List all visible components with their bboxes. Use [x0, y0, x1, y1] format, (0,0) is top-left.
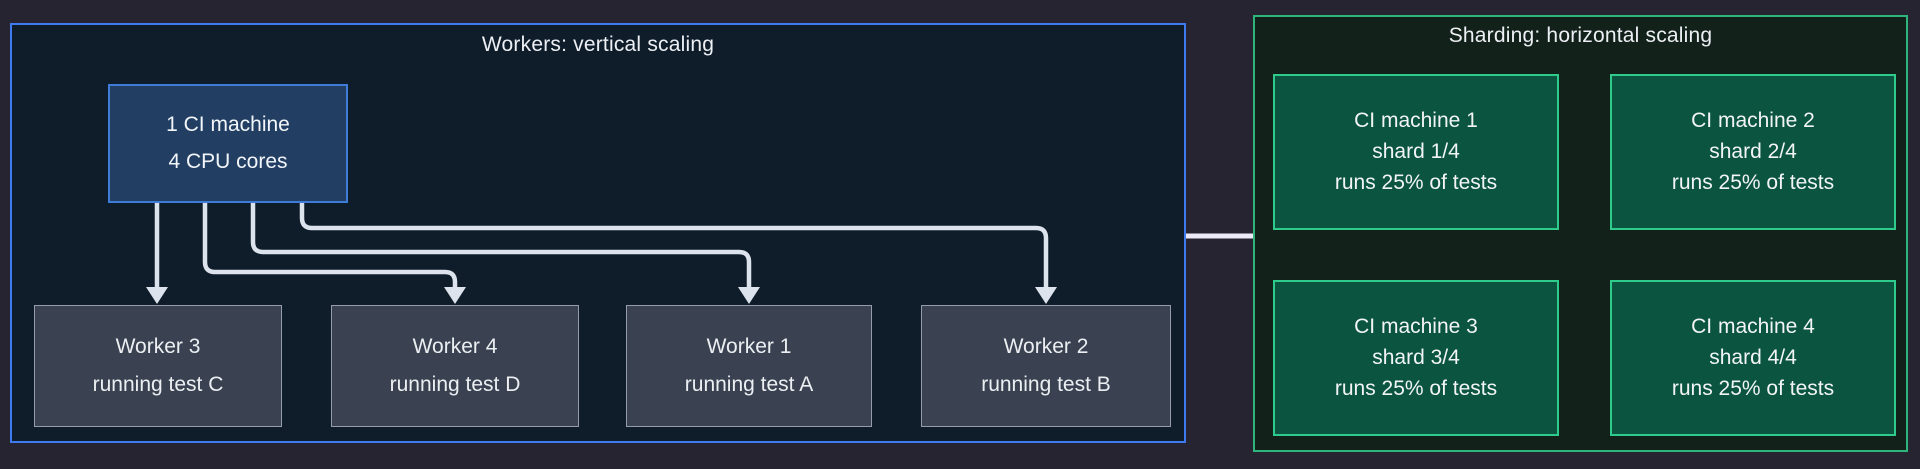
sharding-panel: Sharding: horizontal scaling CI machine … [1253, 15, 1908, 452]
worker-task: running test B [981, 373, 1111, 396]
worker-task: running test C [92, 373, 224, 396]
ci-machine-4-box: CI machine 4 shard 4/4 runs 25% of tests [1610, 280, 1896, 436]
worker-box-4: Worker 4 running test D [331, 305, 579, 427]
machine-line-2: shard 2/4 [1709, 140, 1797, 163]
machine-line-2: shard 4/4 [1709, 346, 1797, 369]
worker-name: Worker 3 [115, 335, 201, 358]
worker-box-1: Worker 1 running test A [626, 305, 872, 427]
ci-machine-line-2: 4 CPU cores [168, 150, 288, 173]
machine-line-3: runs 25% of tests [1671, 171, 1835, 194]
machine-line-2: shard 1/4 [1372, 140, 1460, 163]
worker-name: Worker 2 [1003, 335, 1089, 358]
worker-box-3: Worker 3 running test C [34, 305, 282, 427]
sharding-panel-title: Sharding: horizontal scaling [1448, 24, 1713, 47]
worker-task: running test D [389, 373, 521, 396]
machine-line-1: CI machine 2 [1691, 109, 1815, 132]
machine-line-3: runs 25% of tests [1334, 171, 1498, 194]
ci-machine-1-box: CI machine 1 shard 1/4 runs 25% of tests [1273, 74, 1559, 230]
ci-machine-3-box: CI machine 3 shard 3/4 runs 25% of tests [1273, 280, 1559, 436]
workers-panel-title: Workers: vertical scaling [481, 33, 715, 56]
worker-name: Worker 1 [706, 335, 792, 358]
worker-name: Worker 4 [412, 335, 498, 358]
ci-machine-2-box: CI machine 2 shard 2/4 runs 25% of tests [1610, 74, 1896, 230]
worker-box-2: Worker 2 running test B [921, 305, 1171, 427]
ci-machine-box: 1 CI machine 4 CPU cores [108, 84, 348, 203]
workers-panel: Workers: vertical scaling 1 CI machine 4… [10, 23, 1186, 443]
machine-line-3: runs 25% of tests [1671, 377, 1835, 400]
machine-line-2: shard 3/4 [1372, 346, 1460, 369]
machine-line-1: CI machine 3 [1354, 315, 1478, 338]
machine-line-1: CI machine 1 [1354, 109, 1478, 132]
machine-line-3: runs 25% of tests [1334, 377, 1498, 400]
worker-task: running test A [684, 373, 814, 396]
ci-machine-line-1: 1 CI machine [166, 113, 290, 136]
machine-line-1: CI machine 4 [1691, 315, 1815, 338]
